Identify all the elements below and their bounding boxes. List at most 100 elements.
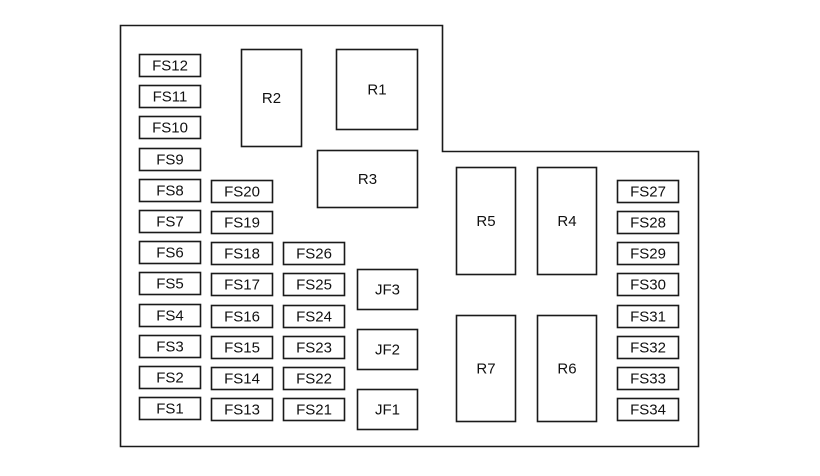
fuse-fs9: FS9 xyxy=(138,147,202,172)
fuse-fs31: FS31 xyxy=(616,304,680,329)
fuse-fs5: FS5 xyxy=(138,271,202,296)
fuse-fs26: FS26 xyxy=(282,241,346,266)
relay-r3: R3 xyxy=(316,149,419,209)
fuse-fs30-outline xyxy=(616,272,680,297)
fuse-fs19: FS19 xyxy=(210,210,274,235)
junction-fuse-jf3-label: JF3 xyxy=(375,282,400,299)
fuse-fs21-label: FS21 xyxy=(296,402,332,419)
relay-r3-outline xyxy=(316,149,419,209)
fuse-fs23-label: FS23 xyxy=(296,340,332,357)
fuse-fs30: FS30 xyxy=(616,272,680,297)
fuse-fs3: FS3 xyxy=(138,334,202,359)
fuse-fs12-outline xyxy=(138,53,202,78)
fuse-fs14-label: FS14 xyxy=(224,371,260,388)
relay-r7: R7 xyxy=(455,314,517,423)
relay-r1: R1 xyxy=(335,48,419,131)
fuse-fs25: FS25 xyxy=(282,272,346,297)
relay-r2-label: R2 xyxy=(262,90,281,107)
fuse-fs18-outline xyxy=(210,241,274,266)
fuse-fs24-label: FS24 xyxy=(296,309,332,326)
junction-fuse-jf1-outline xyxy=(356,388,419,431)
fuse-fs10-label: FS10 xyxy=(152,120,188,137)
junction-fuse-jf1: JF1 xyxy=(356,388,419,431)
fuse-fs3-label: FS3 xyxy=(156,339,184,356)
fuse-fs19-label: FS19 xyxy=(224,215,260,232)
fuse-fs2: FS2 xyxy=(138,365,202,390)
fuse-fs26-outline xyxy=(282,241,346,266)
fuse-fs2-label: FS2 xyxy=(156,370,184,387)
fuse-fs13-label: FS13 xyxy=(224,402,260,419)
fuse-fs13-outline xyxy=(210,397,274,422)
fuse-fs6-label: FS6 xyxy=(156,245,184,262)
junction-fuse-jf3-outline xyxy=(356,268,419,311)
relay-r6-outline xyxy=(536,314,598,423)
fuse-fs4: FS4 xyxy=(138,303,202,328)
fuse-fs23-outline xyxy=(282,335,346,360)
fuse-fs19-outline xyxy=(210,210,274,235)
fuse-fs18-label: FS18 xyxy=(224,246,260,263)
fuse-fs7-label: FS7 xyxy=(156,214,184,231)
fuse-fs12-label: FS12 xyxy=(152,58,188,75)
fuse-fs8-outline xyxy=(138,178,202,203)
fuse-fs27: FS27 xyxy=(616,179,680,204)
junction-fuse-jf3: JF3 xyxy=(356,268,419,311)
fuse-fs16-label: FS16 xyxy=(224,309,260,326)
fuse-box-outline xyxy=(119,24,700,448)
relay-r4: R4 xyxy=(536,166,598,276)
fuse-fs5-outline xyxy=(138,271,202,296)
fuse-fs22-label: FS22 xyxy=(296,371,332,388)
relay-r7-outline xyxy=(455,314,517,423)
junction-fuse-jf1-label: JF1 xyxy=(375,402,400,419)
fuse-fs17: FS17 xyxy=(210,272,274,297)
fuse-fs1: FS1 xyxy=(138,396,202,421)
fuse-fs7-outline xyxy=(138,209,202,234)
fuse-fs14-outline xyxy=(210,366,274,391)
relay-r5-outline xyxy=(455,166,517,276)
fuse-fs30-label: FS30 xyxy=(630,277,666,294)
fuse-fs24-outline xyxy=(282,304,346,329)
fuse-fs4-outline xyxy=(138,303,202,328)
fuse-fs27-label: FS27 xyxy=(630,184,666,201)
fuse-fs24: FS24 xyxy=(282,304,346,329)
fuse-fs32-outline xyxy=(616,335,680,360)
fuse-fs1-outline xyxy=(138,396,202,421)
fuse-fs15-outline xyxy=(210,335,274,360)
fuse-fs20-label: FS20 xyxy=(224,184,260,201)
fuse-fs29-outline xyxy=(616,241,680,266)
fuse-fs27-outline xyxy=(616,179,680,204)
fuse-fs9-outline xyxy=(138,147,202,172)
junction-fuse-jf2-label: JF2 xyxy=(375,342,400,359)
fuse-fs1-label: FS1 xyxy=(156,401,184,418)
fuse-fs21-outline xyxy=(282,397,346,422)
fuse-fs10-outline xyxy=(138,115,202,140)
fuse-fs9-label: FS9 xyxy=(156,152,184,169)
fuse-fs31-label: FS31 xyxy=(630,309,666,326)
relay-r2-outline xyxy=(240,48,303,148)
relay-r5-label: R5 xyxy=(476,213,495,230)
fuse-fs4-label: FS4 xyxy=(156,308,184,325)
fuse-fs20: FS20 xyxy=(210,179,274,204)
relay-r6: R6 xyxy=(536,314,598,423)
fuse-fs22-outline xyxy=(282,366,346,391)
fuse-fs33-outline xyxy=(616,366,680,391)
fuse-fs29: FS29 xyxy=(616,241,680,266)
fuse-fs11-label: FS11 xyxy=(153,89,188,106)
fuse-fs6-outline xyxy=(138,240,202,265)
fuse-fs26-label: FS26 xyxy=(296,246,332,263)
fuse-fs29-label: FS29 xyxy=(630,246,666,263)
fuse-fs31-outline xyxy=(616,304,680,329)
relay-r2: R2 xyxy=(240,48,303,148)
fuse-fs2-outline xyxy=(138,365,202,390)
relay-r5: R5 xyxy=(455,166,517,276)
relay-r4-label: R4 xyxy=(557,213,576,230)
fuse-fs34-label: FS34 xyxy=(630,402,666,419)
fuse-fs20-outline xyxy=(210,179,274,204)
junction-fuse-jf2: JF2 xyxy=(356,328,419,371)
fuse-fs16: FS16 xyxy=(210,304,274,329)
fuse-fs13: FS13 xyxy=(210,397,274,422)
fuse-fs10: FS10 xyxy=(138,115,202,140)
fuse-fs21: FS21 xyxy=(282,397,346,422)
fuse-fs28-outline xyxy=(616,210,680,235)
fuse-fs33: FS33 xyxy=(616,366,680,391)
